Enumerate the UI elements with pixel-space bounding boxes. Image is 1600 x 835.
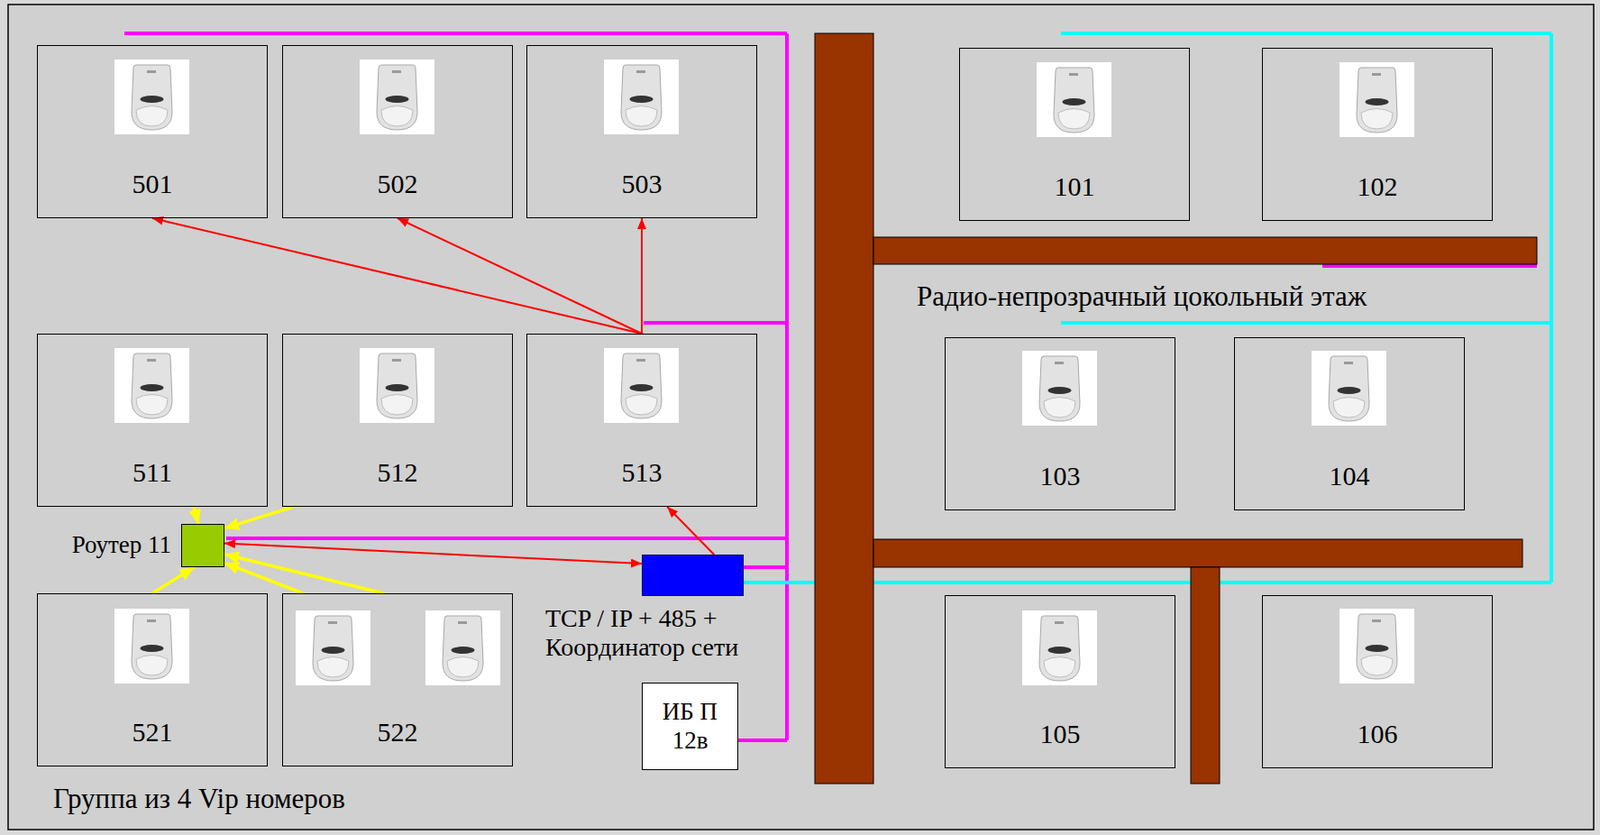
motion-sensor [1339,608,1415,684]
coordinator-box: TCP / IP + 485 + Координатор сети [641,554,744,596]
basement-wire [1060,31,1552,36]
coordinator-label: TCP / IP + 485 + Координатор сети [545,603,785,662]
sensor-link [224,506,294,529]
room-number: 101 [1054,171,1096,203]
motion-sensor [1339,62,1415,138]
frame [8,4,1594,830]
wall [1190,566,1220,784]
motion-sensor [1022,350,1098,426]
room-box: 101 [959,47,1190,221]
room-box: 102 [1261,47,1493,221]
motion-sensor [359,59,435,135]
motion-sensor [1311,350,1387,426]
power-supply-label: ИБ П 12в [646,697,734,754]
sensor-link [152,566,194,594]
room-number: 102 [1357,171,1399,203]
motion-sensor [603,347,679,423]
room-box: 106 [1261,594,1493,768]
room-box: 501 [36,45,268,219]
room-number: 521 [132,716,174,749]
room-box: 103 [944,337,1176,511]
router-label: Роутер 11 [72,530,172,559]
bus-wire [785,33,789,741]
bus-wire [226,536,787,540]
bus-wire [1322,264,1537,268]
room-number: 512 [377,457,419,489]
room-number: 502 [377,168,419,201]
bus-wire [743,565,787,569]
room-number: 511 [132,457,173,489]
motion-sensor [295,610,371,686]
walls [814,33,1537,784]
router-box: Роутер 11 [181,523,225,567]
room-number: 103 [1040,460,1081,493]
motion-sensor [114,347,190,423]
room-number: 522 [377,716,419,749]
room-number: 503 [621,168,663,201]
motion-sensor [114,59,190,135]
radio-link [667,506,714,555]
room-number: 105 [1040,718,1081,750]
radio-link [224,543,642,565]
wall [873,237,1537,265]
motion-sensor [425,610,501,686]
radio-link [640,218,643,334]
room-box: 502 [282,45,513,219]
plan-label: Группа из 4 Vip номеров [53,782,346,815]
room-number: 104 [1329,460,1371,493]
radio-link [152,218,642,334]
room-box: 503 [526,45,758,219]
sensor-link [224,554,384,594]
room-box: 521 [36,593,268,767]
bus-wire [124,31,787,36]
motion-sensor [114,608,190,684]
plan-label: Радио-непрозрачный цокольный этаж [916,280,1367,313]
room-box: 105 [944,594,1176,768]
sensor-link [193,506,199,524]
wall [873,539,1523,567]
radio-link [397,218,642,334]
motion-sensor [1036,62,1112,138]
bus-wire [643,320,787,325]
motion-sensor [603,59,679,135]
sensor-link [224,562,303,594]
room-box: 512 [282,333,513,507]
basement-wire [1060,320,1552,325]
room-box: 522 [282,593,513,767]
room-number: 106 [1357,718,1399,750]
motion-sensors [114,59,1415,686]
motion-sensor [1022,610,1098,686]
room-box: 104 [1234,337,1465,511]
room-number: 501 [132,168,174,201]
wall [814,33,874,784]
room-number: 513 [621,457,663,489]
power-supply-box: ИБ П 12в [641,682,739,770]
room-box: 513 [526,333,758,507]
basement-wire [1549,33,1554,583]
room-box: 511 [36,333,268,507]
motion-sensor [359,347,435,423]
